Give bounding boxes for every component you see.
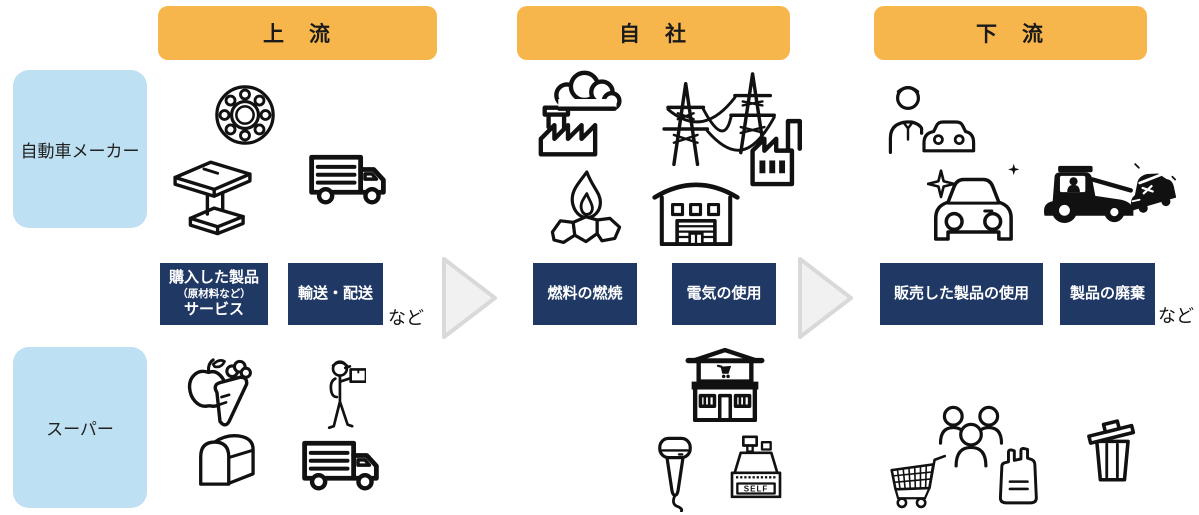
flow-arrow-2 [798, 257, 853, 339]
delivery-person-icon [327, 360, 366, 430]
etc-left: など [388, 308, 424, 328]
row-label-automaker-text: 自動車メーカー [20, 141, 140, 161]
shopping-cart-icon [890, 454, 947, 509]
tag-purchased-line3: サービス [183, 301, 244, 319]
header-upstream: 上 流 [158, 6, 437, 60]
store-icon [685, 347, 765, 422]
shopping-bag-icon [998, 447, 1038, 505]
row-label-supermarket: スーパー [13, 347, 147, 508]
power-lines-icon [662, 72, 802, 187]
clean-car-icon [927, 163, 1019, 241]
self-register-text: SELF [744, 485, 768, 494]
barcode-scanner-icon [658, 436, 692, 512]
tag-electricity-label: 電気の使用 [686, 285, 762, 303]
tow-truck-icon [1043, 163, 1176, 224]
flow-arrow-1 [442, 257, 497, 339]
tag-purchased-line1: 購入した製品 [168, 269, 259, 287]
header-own-company-label: 自 社 [619, 23, 688, 46]
tag-electricity-use: 電気の使用 [672, 263, 776, 325]
car-dealer-icon [888, 86, 976, 154]
coal-fire-icon [550, 170, 622, 244]
tag-fuel-combustion: 燃料の燃焼 [533, 263, 637, 325]
trash-can-icon [1087, 419, 1136, 482]
warehouse-icon [652, 182, 740, 246]
tag-transport: 輸送・配送 [288, 263, 383, 325]
row-label-supermarket-text: スーパー [46, 420, 114, 439]
header-upstream-label: 上 流 [263, 23, 332, 46]
factory-smoke-icon [538, 70, 622, 157]
bread-icon [199, 434, 255, 486]
delivery-truck-icon-2 [302, 440, 379, 491]
tag-sold-product-use: 販売した製品の使用 [880, 263, 1043, 325]
tag-transport-label: 輸送・配送 [297, 285, 373, 303]
tag-product-disposal: 製品の廃棄 [1060, 263, 1155, 325]
customers-icon [938, 405, 1004, 468]
header-downstream: 下 流 [874, 6, 1147, 60]
self-register-icon: SELF [730, 435, 782, 499]
header-downstream-label: 下 流 [976, 23, 1045, 46]
produce-icon [187, 358, 252, 427]
bearing-icon [215, 85, 275, 145]
tag-disposal-label: 製品の廃棄 [1069, 285, 1145, 303]
delivery-truck-icon [309, 154, 386, 205]
etc-right: など [1158, 306, 1194, 326]
header-own-company: 自 社 [517, 6, 790, 60]
tag-purchased-line2: （原材料など） [177, 287, 251, 300]
row-label-automaker: 自動車メーカー [13, 70, 147, 228]
steel-beam-icon [173, 160, 252, 236]
tag-sold-use-label: 販売した製品の使用 [893, 285, 1029, 303]
tag-fuel-label: 燃料の燃焼 [547, 285, 623, 303]
tag-purchased-products: 購入した製品 （原材料など） サービス [160, 263, 268, 325]
